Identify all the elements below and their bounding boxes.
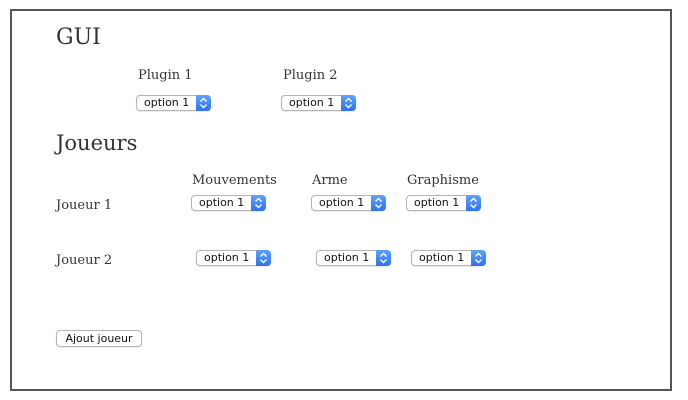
player-2-arme-select[interactable]: option 1: [316, 250, 391, 266]
player-1-mouvements-value: option 1: [199, 196, 245, 209]
player-1-graphisme-select[interactable]: option 1: [406, 195, 481, 211]
player-1-arme-value: option 1: [319, 196, 365, 209]
plugin-1-value: option 1: [144, 96, 190, 109]
add-player-button[interactable]: Ajout joueur: [56, 330, 142, 347]
player-1-arme-select[interactable]: option 1: [311, 195, 386, 211]
plugin-2-select[interactable]: option 1: [281, 95, 356, 111]
chevron-up-down-icon: [196, 95, 211, 111]
player-2-name: Joueur 2: [56, 253, 113, 268]
player-1-graphisme-value: option 1: [414, 196, 460, 209]
chevron-up-down-icon: [256, 250, 271, 266]
gui-heading: GUI: [56, 25, 101, 50]
chevron-up-down-icon: [471, 250, 486, 266]
player-1-mouvements-select[interactable]: option 1: [191, 195, 266, 211]
chevron-up-down-icon: [341, 95, 356, 111]
player-2-graphisme-select[interactable]: option 1: [411, 250, 486, 266]
chevron-up-down-icon: [466, 195, 481, 211]
player-2-mouvements-select[interactable]: option 1: [196, 250, 271, 266]
main-panel: GUI Plugin 1 option 1 Plugin 2 option 1 …: [10, 9, 672, 391]
player-2-arme-value: option 1: [324, 251, 370, 264]
column-header-mouvements: Mouvements: [192, 173, 277, 188]
chevron-up-down-icon: [376, 250, 391, 266]
column-header-graphisme: Graphisme: [407, 173, 479, 188]
player-2-graphisme-value: option 1: [419, 251, 465, 264]
column-header-arme: Arme: [312, 173, 348, 188]
plugin-1-select[interactable]: option 1: [136, 95, 211, 111]
chevron-up-down-icon: [251, 195, 266, 211]
players-heading: Joueurs: [56, 131, 138, 155]
plugin-1-label: Plugin 1: [138, 68, 193, 83]
plugin-2-label: Plugin 2: [283, 68, 338, 83]
chevron-up-down-icon: [371, 195, 386, 211]
player-2-mouvements-value: option 1: [204, 251, 250, 264]
plugin-2-value: option 1: [289, 96, 335, 109]
player-1-name: Joueur 1: [56, 198, 113, 213]
